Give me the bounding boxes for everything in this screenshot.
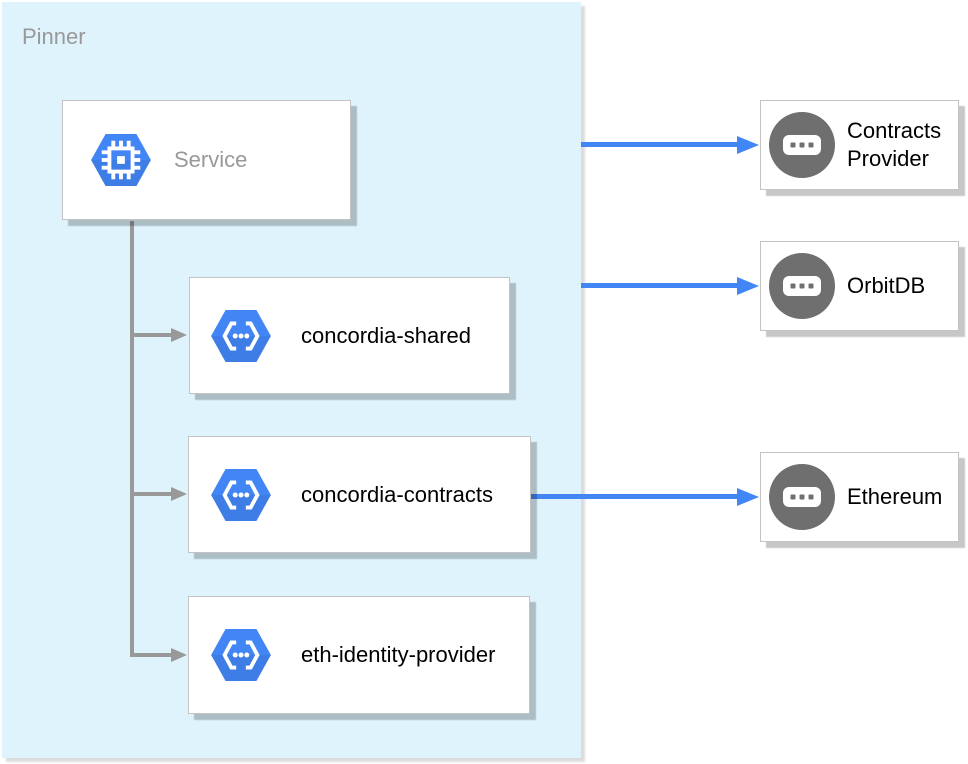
api-hexagon-icon: [210, 628, 272, 682]
tree-vertical-line: [130, 221, 134, 657]
node-ethereum: Ethereum: [760, 452, 959, 542]
arrow-line: [531, 494, 737, 499]
api-hexagon-icon: [210, 468, 272, 522]
arrow-line: [581, 283, 737, 288]
node-contracts-provider: Contracts Provider: [760, 100, 959, 190]
generic-service-icon: [769, 253, 835, 319]
arrowhead-icon: [737, 488, 759, 506]
arrowhead-icon: [737, 277, 759, 295]
tree-arrowhead-concordia-contracts: [171, 487, 187, 501]
node-concordia-shared: concordia-shared: [189, 277, 510, 394]
node-concordia-shared-label: concordia-shared: [301, 322, 471, 348]
arrowhead-icon: [737, 136, 759, 154]
node-concordia-contracts-label: concordia-contracts: [301, 481, 493, 507]
pinner-container-label: Pinner: [22, 24, 86, 49]
tree-branch-line-concordia-shared: [130, 333, 171, 337]
node-orbitdb-label: OrbitDB: [847, 273, 926, 298]
node-concordia-contracts: concordia-contracts: [188, 436, 531, 553]
compute-hexagon-icon: [90, 133, 152, 187]
node-service: Service: [62, 100, 351, 220]
node-eth-identity-provider-label: eth-identity-provider: [301, 642, 496, 667]
node-service-label: Service: [174, 147, 248, 172]
tree-arrowhead-eth-identity-provider: [171, 648, 187, 662]
arrow-line: [581, 142, 737, 147]
generic-service-icon: [769, 112, 835, 178]
node-contracts-provider-label: Contracts Provider: [847, 118, 942, 171]
node-orbitdb: OrbitDB: [760, 241, 959, 331]
tree-arrowhead-concordia-shared: [171, 328, 187, 342]
tree-branch-line-concordia-contracts: [130, 492, 171, 496]
node-eth-identity-provider: eth-identity-provider: [188, 596, 530, 714]
api-hexagon-icon: [210, 309, 272, 363]
tree-branch-line-eth-identity-provider: [130, 653, 171, 657]
node-ethereum-label: Ethereum: [847, 484, 943, 509]
generic-service-icon: [769, 464, 835, 530]
